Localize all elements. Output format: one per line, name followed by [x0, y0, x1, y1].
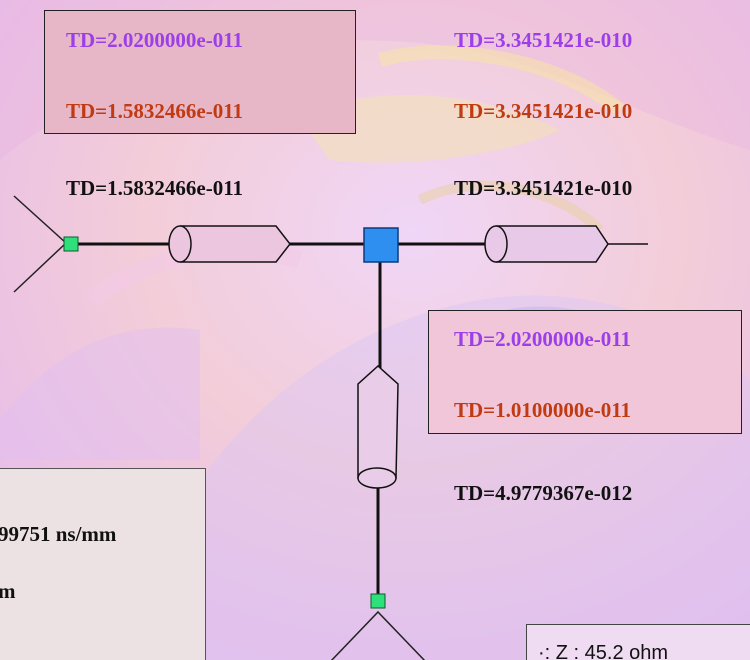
left-td-black: TD=1.5832466e-011 [66, 176, 244, 200]
info-box [0, 468, 206, 660]
right-td-purple: TD=3.3451421e-010 [454, 28, 633, 52]
junction-node[interactable] [363, 227, 399, 263]
left-td-orange: TD=1.5832466e-011 [66, 99, 244, 123]
left-td-purple: TD=2.0200000e-011 [66, 28, 244, 52]
transmission-line-right [484, 225, 609, 263]
stub-td-black: TD=4.9779367e-012 [454, 481, 633, 505]
info-line-1: 99751 ns/mm [0, 522, 117, 546]
impedance-text: ·: Z : 45.2 ohm [538, 642, 669, 660]
load-triangle-bottom [330, 610, 426, 660]
stub-td-box [428, 310, 742, 434]
transmission-line-left [168, 225, 291, 263]
left-td-box [44, 10, 356, 134]
right-td-orange: TD=3.3451421e-010 [454, 99, 633, 123]
impedance-box [526, 624, 750, 660]
port-left[interactable] [63, 236, 79, 252]
stub-td-orange: TD=1.0100000e-011 [454, 398, 632, 422]
right-td-black: TD=3.3451421e-010 [454, 176, 633, 200]
source-triangle-left [13, 195, 68, 293]
transmission-line-stub [357, 364, 399, 489]
info-line-2: m [0, 579, 16, 603]
port-bottom[interactable] [370, 593, 386, 609]
stub-td-purple: TD=2.0200000e-011 [454, 327, 632, 351]
